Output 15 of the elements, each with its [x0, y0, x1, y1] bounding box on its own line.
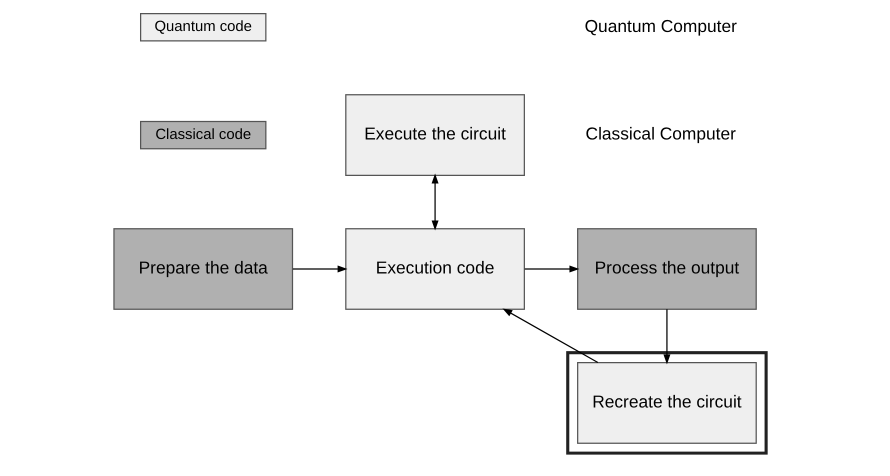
label: Classical Computer	[586, 124, 736, 144]
node-box: Execution code	[345, 228, 525, 310]
label: Quantum Computer	[584, 16, 737, 36]
arrow	[432, 174, 439, 230]
node-box: Process the output	[577, 228, 757, 310]
legend-label: Classical code	[155, 126, 252, 143]
arrow	[502, 308, 598, 364]
node-box: Recreate the circuit	[577, 362, 757, 444]
arrow	[292, 266, 348, 272]
legend-label: Quantum code	[154, 19, 252, 36]
node-box: Prepare the data	[113, 228, 294, 310]
cluster	[566, 351, 768, 455]
arrow	[524, 266, 580, 272]
node-box: Execute the circuit	[345, 94, 525, 176]
arrow	[663, 309, 670, 364]
